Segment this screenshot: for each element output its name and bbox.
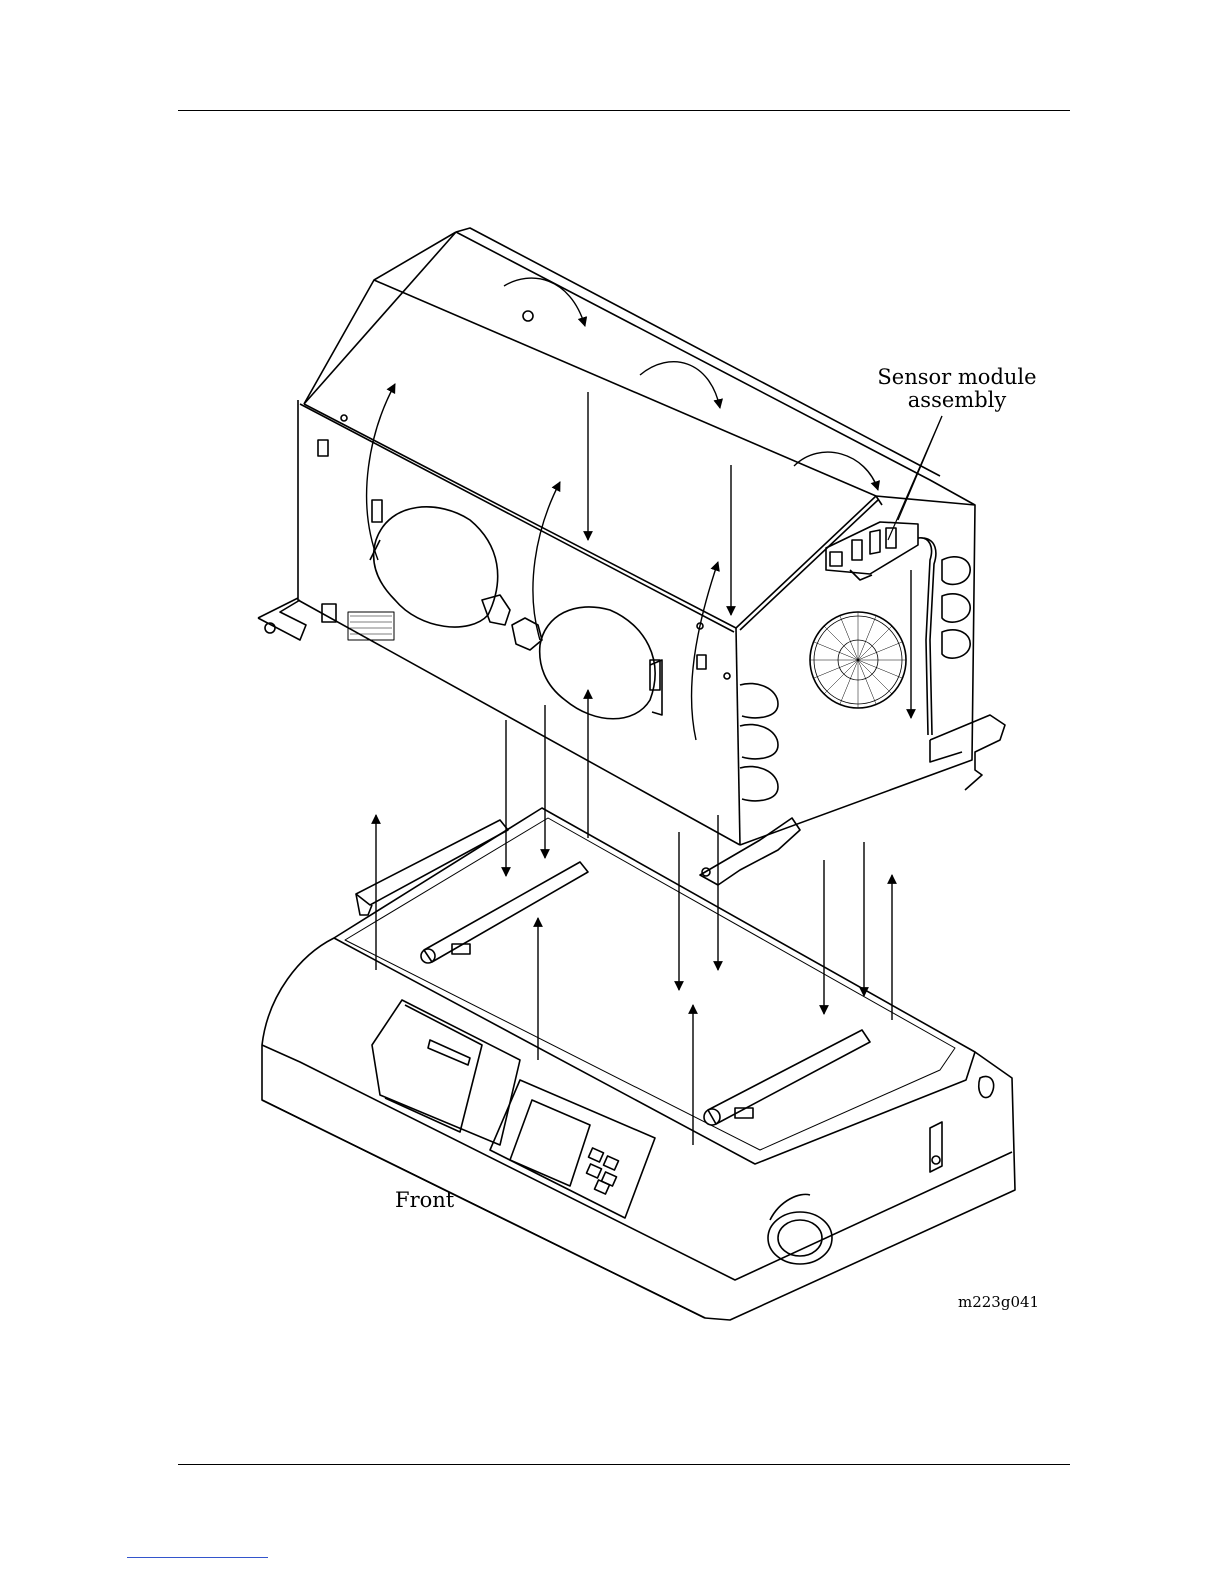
incubator-hood-icon [258, 228, 1005, 885]
figure-id: m223g041 [958, 1294, 1058, 1310]
sensor-leader-line [888, 416, 942, 540]
incubator-base-icon [262, 808, 1015, 1320]
sensor-module-label: Sensor module assembly [862, 366, 1052, 411]
front-label: Front [395, 1189, 475, 1212]
sensor-label-line1: Sensor module [877, 365, 1036, 389]
footer-link-underline[interactable] [127, 1557, 268, 1558]
footer-rule [178, 1464, 1070, 1465]
sensor-label-line2: assembly [908, 388, 1006, 412]
